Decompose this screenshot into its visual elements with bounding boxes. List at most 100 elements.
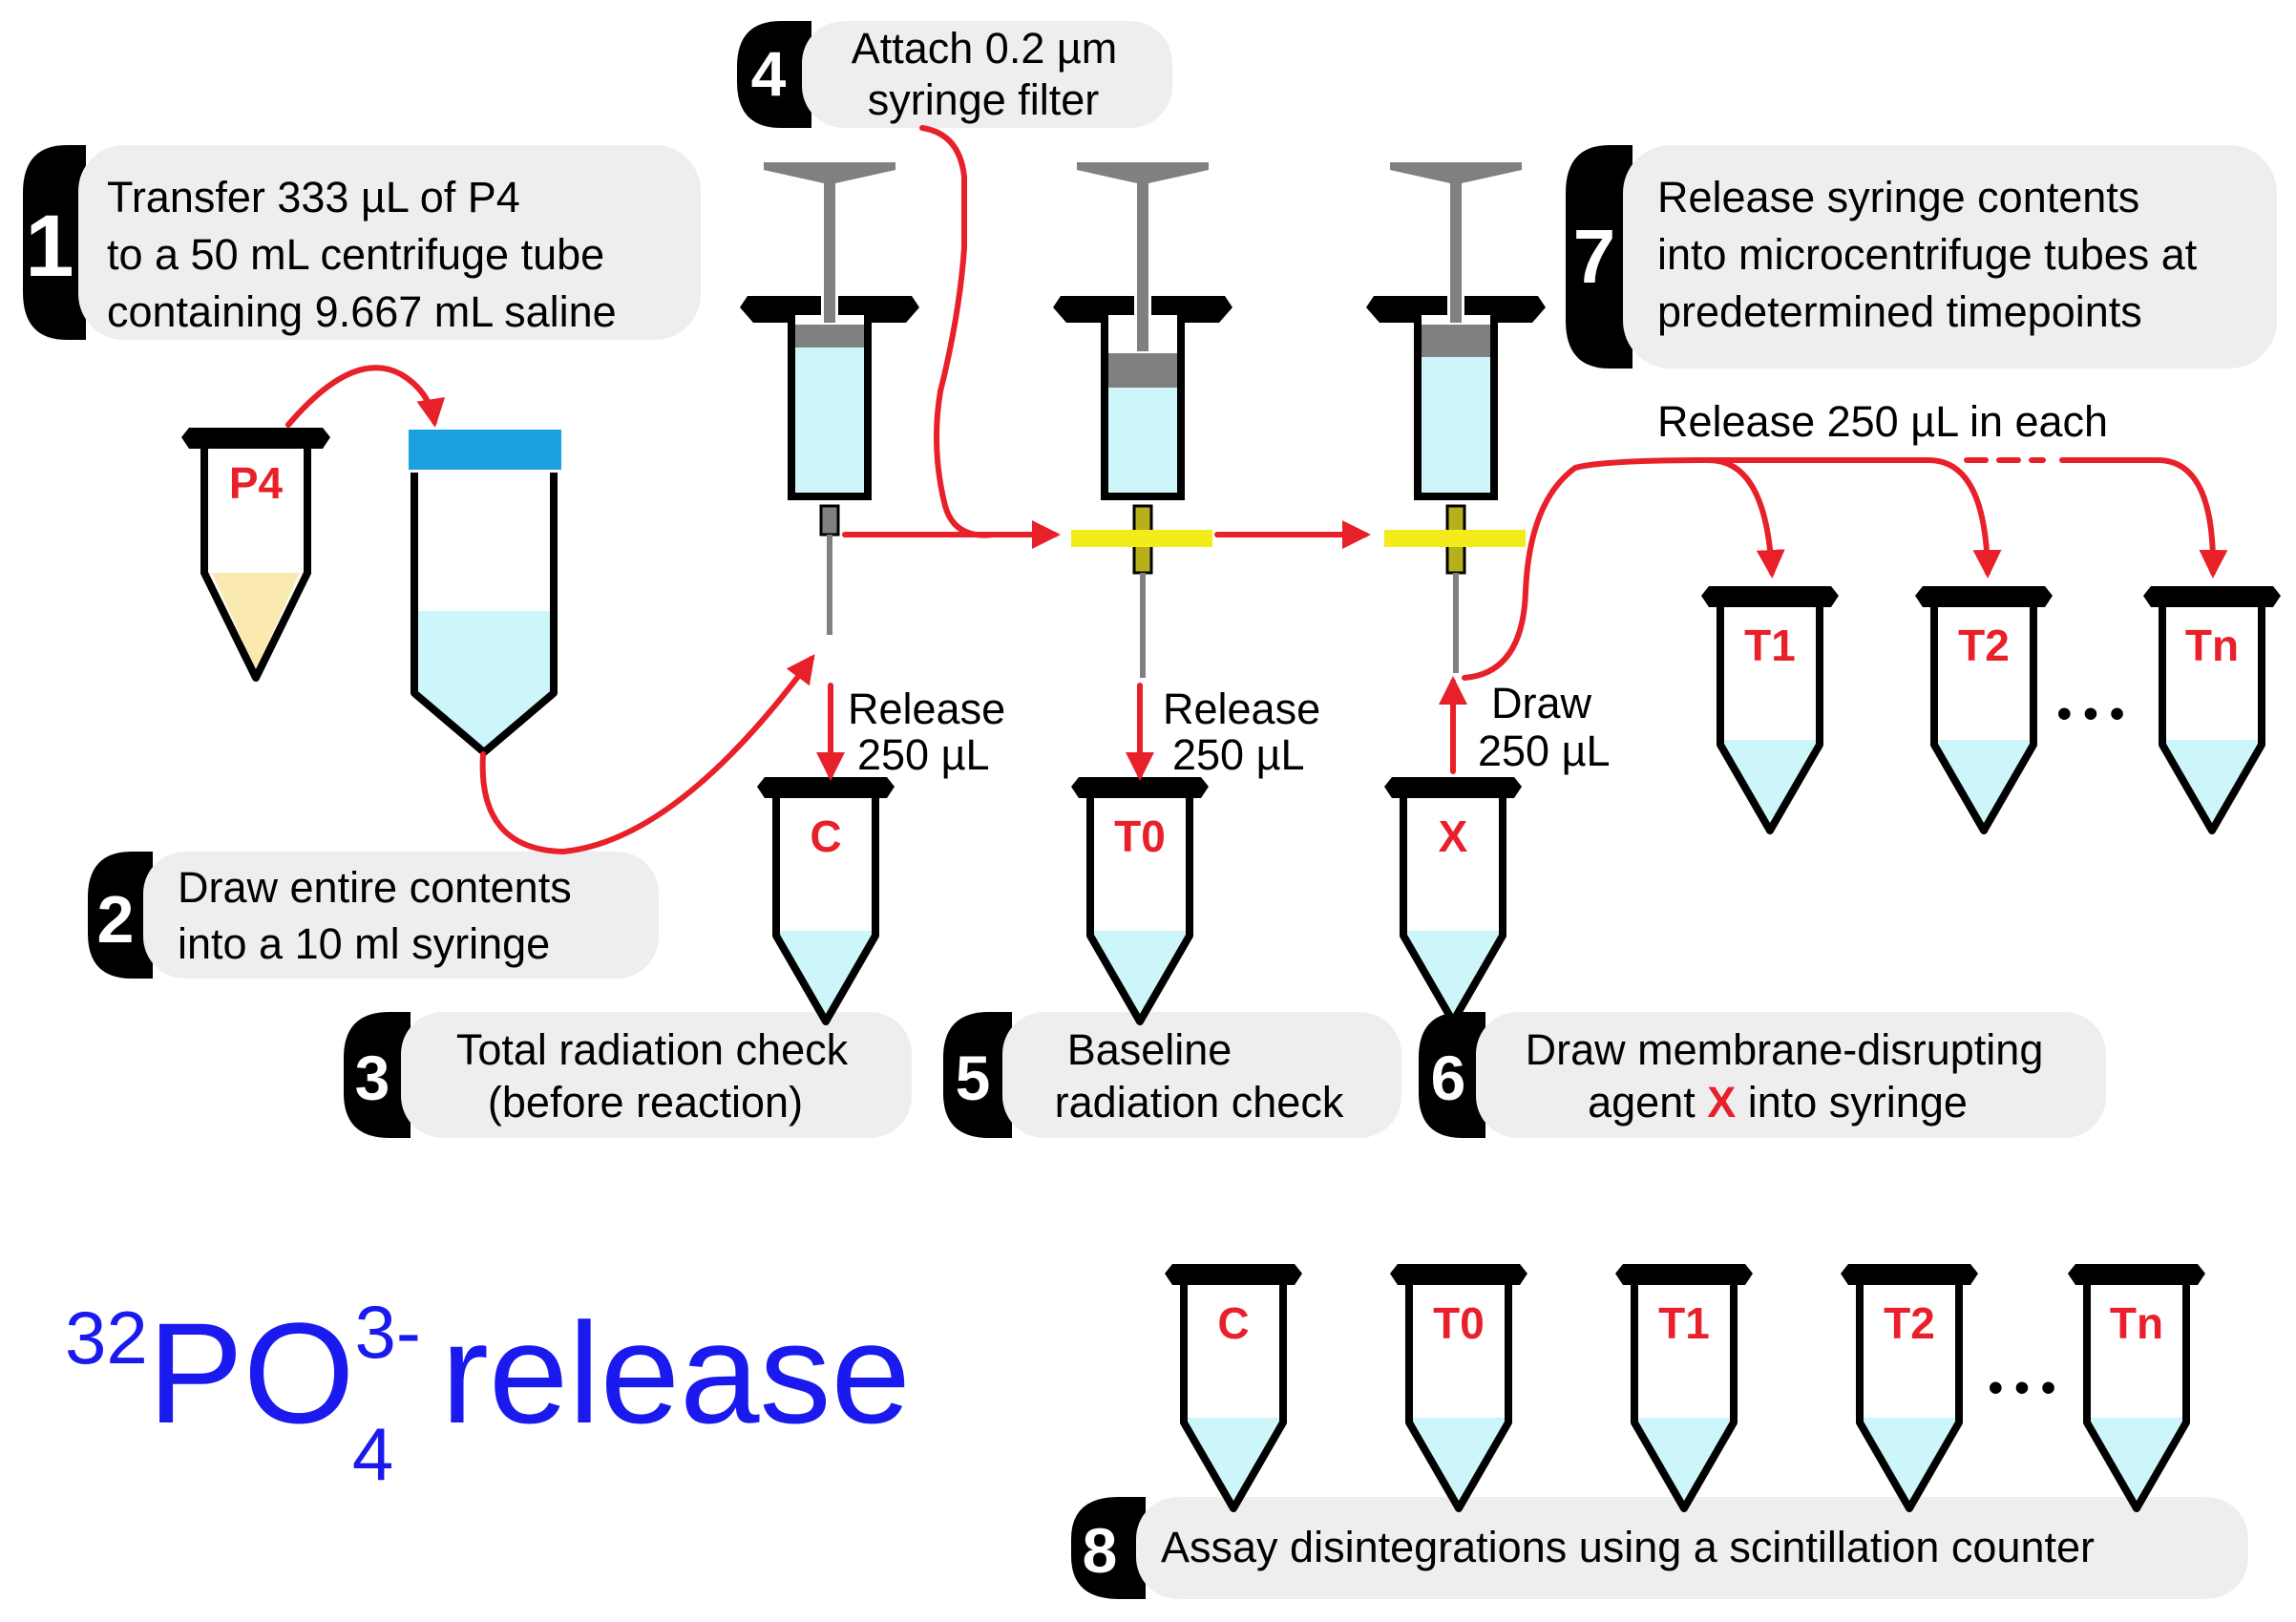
tube-x: X	[1384, 777, 1522, 1025]
step-6-callout: 6 Draw membrane-disrupting agent X into …	[1419, 1012, 2106, 1138]
bottom-tube-t2: T2	[1841, 1264, 1978, 1512]
syringe-1-needle	[827, 535, 832, 635]
step-1-badge	[23, 145, 86, 340]
step-4-line-1: Attach 0.2 µm	[852, 24, 1118, 73]
bottom-tube-t1: T1	[1615, 1264, 1753, 1512]
step-8-bubble	[1136, 1497, 2248, 1599]
step-3-callout: 3 Total radiation check (before reaction…	[344, 1012, 912, 1138]
draw-x-line-2: 250 µL	[1478, 727, 1611, 775]
p4-tube: P4	[181, 428, 330, 682]
step-8-badge	[1071, 1497, 1146, 1599]
tube-t2: T2	[1915, 586, 2053, 834]
tube-t1-body	[1717, 607, 1823, 834]
step-2-callout: 2 Draw entire contents into a 10 ml syri…	[88, 852, 659, 979]
syringe-3-filter	[1384, 530, 1526, 547]
arrow-centrifuge-to-syringe	[479, 654, 815, 855]
syringe-1-liquid	[791, 346, 868, 496]
step-8-callout: 8 Assay disintegrations using a scintill…	[1071, 1497, 2248, 1599]
tube-c-liquid	[776, 931, 875, 1022]
step-6-line-2-suffix: into syringe	[1736, 1078, 1968, 1127]
tube-x-label: X	[1439, 811, 1468, 861]
step-7-badge	[1566, 145, 1632, 369]
tube-t2-liquid	[1934, 740, 2033, 831]
syringe-3-needle	[1453, 573, 1459, 673]
bottom-tube-t2-label: T2	[1884, 1298, 1935, 1348]
upper-ellipsis: • • •	[2057, 690, 2125, 737]
step-3-line-1: Total radiation check	[456, 1025, 849, 1074]
syringe-1-stopper	[791, 325, 868, 348]
bottom-tube-t0-liquid	[1409, 1418, 1508, 1508]
step-2-line-1: Draw entire contents	[178, 863, 572, 912]
step-5-line-1: Baseline	[1067, 1025, 1232, 1074]
bottom-tube-c-cap	[1165, 1264, 1302, 1285]
tube-t2-body	[1930, 607, 2037, 834]
step-2-line-2: into a 10 ml syringe	[178, 919, 550, 968]
centrifuge-tube-cap	[409, 430, 561, 470]
step-1-number: 1	[25, 198, 74, 295]
syringe-2-plunger	[1077, 162, 1209, 351]
release-t0-line-1: Release	[1163, 685, 1320, 733]
syringe-2-barrel	[1101, 315, 1185, 500]
title-mass-number: 32	[65, 1295, 148, 1380]
step-5-number: 5	[956, 1043, 991, 1113]
arrow-filter-attach	[919, 125, 996, 538]
tube-t1-label: T1	[1744, 621, 1796, 670]
tube-t2-label: T2	[1958, 621, 2010, 670]
step-5-line-2: radiation check	[1055, 1078, 1344, 1127]
bottom-tube-t2-body	[1856, 1285, 1963, 1512]
bottom-tube-c-body	[1180, 1285, 1287, 1512]
tube-t1-liquid	[1720, 740, 1820, 831]
syringe-3	[1366, 162, 1546, 673]
tube-t0-label: T0	[1114, 811, 1166, 861]
tube-c-label: C	[810, 811, 841, 861]
tube-x-liquid	[1403, 931, 1503, 1022]
syringe-1-barrel	[788, 315, 872, 500]
step-2-number: 2	[97, 882, 135, 957]
bottom-tube-tn-label: Tn	[2110, 1298, 2163, 1348]
step-7-bubble	[1623, 145, 2277, 369]
tube-t0-cap	[1071, 777, 1209, 798]
bottom-tube-tn-body	[2083, 1285, 2190, 1512]
step-6-badge	[1419, 1012, 1485, 1138]
syringe-1	[740, 162, 919, 635]
step-3-line-2: (before reaction)	[488, 1078, 803, 1127]
step-5-badge	[943, 1012, 1012, 1138]
flow-arrows	[285, 125, 2228, 855]
syringe-3-flange	[1366, 296, 1546, 323]
release-each-label: Release 250 µL in each	[1657, 397, 2108, 446]
step-4-callout: 4 Attach 0.2 µm syringe filter	[737, 21, 1172, 128]
step-2-bubble	[143, 852, 659, 979]
tube-tn-label: Tn	[2185, 621, 2239, 670]
syringe-3-plunger	[1390, 162, 1522, 323]
tube-c: C	[757, 777, 895, 1025]
step-6-number: 6	[1431, 1043, 1466, 1113]
draw-x-line-1: Draw	[1491, 679, 1592, 727]
title-suffix: release	[401, 1293, 911, 1453]
syringe-2-needle	[1140, 573, 1146, 678]
bottom-tube-c-label: C	[1217, 1298, 1249, 1348]
tube-x-cap	[1384, 777, 1522, 798]
syringe-1-flange	[740, 296, 919, 323]
tube-tn-body	[2159, 607, 2265, 834]
step-1-bubble	[78, 145, 701, 340]
step-7-line-3: predetermined timepoints	[1657, 287, 2142, 336]
tube-tn: Tn	[2143, 586, 2281, 834]
syringe-3-stopper	[1418, 325, 1494, 357]
syringe-3-barrel	[1414, 315, 1498, 500]
step-4-number: 4	[751, 38, 787, 109]
step-7-line-1: Release syringe contents	[1657, 173, 2139, 221]
bottom-tube-t1-liquid	[1634, 1418, 1734, 1508]
step-1-line-2: to a 50 mL centrifuge tube	[107, 230, 604, 279]
tube-t0: T0	[1071, 777, 1209, 1025]
step-6-bubble	[1476, 1012, 2106, 1138]
centrifuge-tube-liquid	[418, 611, 550, 749]
tube-tn-cap	[2143, 586, 2281, 607]
bottom-tube-t1-label: T1	[1658, 1298, 1710, 1348]
step-8-line-1: Assay disintegrations using a scintillat…	[1161, 1523, 2095, 1571]
release-c-line-2: 250 µL	[857, 730, 990, 779]
tube-x-body	[1400, 798, 1506, 1025]
bottom-tube-tn-cap	[2068, 1264, 2205, 1285]
bottom-tube-t2-cap	[1841, 1264, 1978, 1285]
step-6-agent-x: X	[1707, 1078, 1736, 1127]
